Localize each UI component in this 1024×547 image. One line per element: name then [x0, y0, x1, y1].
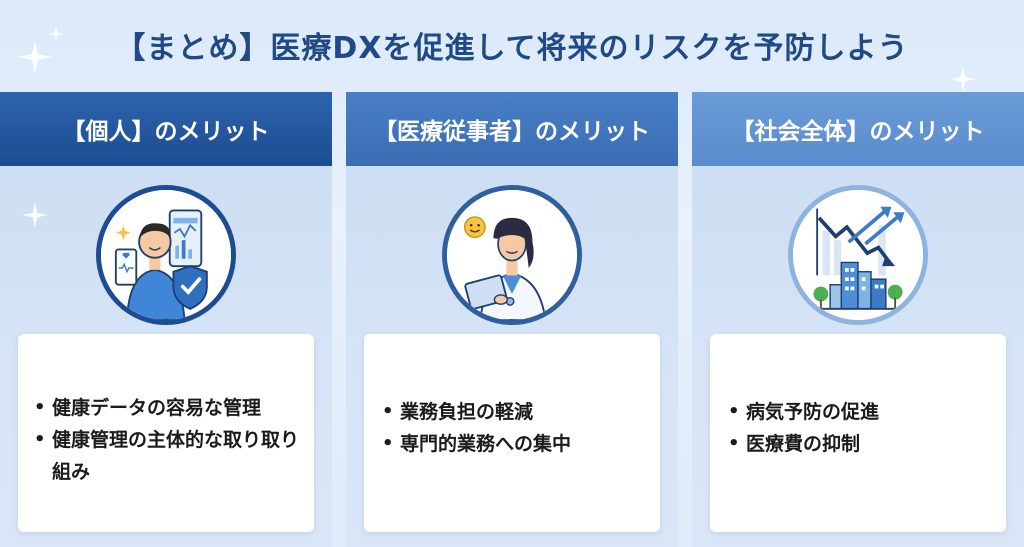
- sparkle-icon: [22, 202, 48, 228]
- sparkle-icon: [18, 40, 52, 74]
- list-item: 健康管理の主体的な取り取り組み: [32, 424, 304, 488]
- panel-header: 【個人】のメリット: [0, 92, 332, 166]
- benefit-card: 業務負担の軽減 専門的業務への集中: [364, 334, 660, 532]
- benefit-list: 病気予防の促進 医療費の抑制: [726, 396, 996, 460]
- sparkle-icon: [48, 26, 64, 42]
- list-item: 業務負担の軽減: [380, 396, 650, 428]
- benefit-card: 病気予防の促進 医療費の抑制: [710, 334, 1006, 532]
- list-item: 専門的業務への集中: [380, 428, 650, 460]
- list-item: 健康データの容易な管理: [32, 392, 304, 424]
- city-declining-cost-chart-icon: [788, 185, 928, 325]
- person-smartphone-shield-icon: [96, 185, 236, 325]
- benefit-card: 健康データの容易な管理 健康管理の主体的な取り取り組み: [18, 334, 314, 532]
- doctor-tablet-icon: [442, 185, 582, 325]
- panel-individual: 【個人】のメリット: [0, 92, 332, 547]
- list-item: 医療費の抑制: [726, 428, 996, 460]
- title-band: 【まとめ】医療DXを促進して将来のリスクを予防しよう: [0, 0, 1024, 90]
- page-title: 【まとめ】医療DXを促進して将来のリスクを予防しよう: [115, 31, 909, 66]
- sparkle-icon: [950, 66, 976, 92]
- panel-header: 【医療従事者】のメリット: [346, 92, 678, 166]
- panel-society: 【社会全体】のメリット: [692, 92, 1024, 547]
- benefit-list: 健康データの容易な管理 健康管理の主体的な取り取り組み: [32, 392, 304, 488]
- panel-medical-staff: 【医療従事者】のメリット: [346, 92, 678, 547]
- panel-header: 【社会全体】のメリット: [692, 92, 1024, 166]
- list-item: 病気予防の促進: [726, 396, 996, 428]
- benefit-list: 業務負担の軽減 専門的業務への集中: [380, 396, 650, 460]
